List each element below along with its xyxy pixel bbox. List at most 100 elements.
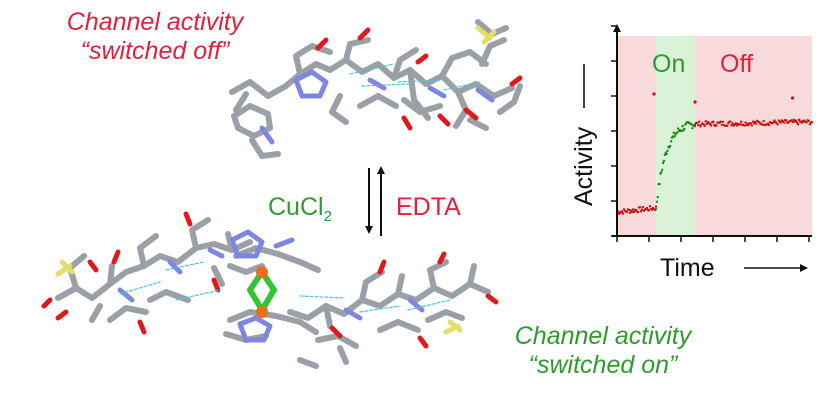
region-label-on: On [652,50,685,78]
data-point-baseline [648,204,652,208]
data-point-baseline [620,210,624,213]
data-point-rise [661,161,665,165]
data-point-rise [676,127,680,130]
data-point-plateau [791,120,794,124]
switched-off-line1: Channel activity [66,8,244,36]
data-point-rise [668,144,672,148]
y-axis-label: Activity [570,126,598,206]
data-point-plateau [695,121,699,124]
data-point-plateau [796,123,800,126]
data-point-plateau [730,123,733,127]
data-point-rise [691,127,694,130]
switched-on-line1: Channel activity [514,322,692,350]
data-point-baseline [647,209,651,212]
data-point-plateau [698,120,701,123]
data-point-plateau [721,120,725,124]
data-point-plateau [720,123,724,127]
data-point-plateau [749,122,753,125]
data-point-plateau [705,122,709,126]
data-point-plateau [744,121,747,124]
data-point-rise [681,124,684,128]
data-point-baseline [631,208,635,211]
data-point-plateau [729,120,732,123]
data-point-baseline [641,205,645,209]
data-point-rise [658,182,661,186]
data-point-outlier [652,92,656,96]
switched-off-caption: Channel activity “switched off” [40,8,270,66]
cucl2-text: CuCl [268,193,324,221]
data-point-plateau [805,121,808,124]
data-point-plateau [779,121,783,124]
data-point-plateau [704,120,707,123]
data-point-plateau [719,120,722,123]
data-point-plateau [795,121,799,124]
switched-off-line2: “switched off” [80,37,230,65]
data-point-baseline [638,206,642,209]
equilibrium-arrows [365,166,385,236]
data-point-rise [673,135,676,138]
data-point-plateau [739,120,743,123]
data-point-rise [655,200,659,203]
data-point-outlier [790,96,795,100]
cucl2-reagent-label: CuCl2 [268,193,332,231]
edta-reagent-label: EDTA [396,193,461,221]
data-point-rise [656,195,659,199]
data-point-plateau [715,124,718,127]
data-point-baseline [640,208,644,211]
data-point-rise [661,168,664,172]
data-point-plateau [797,118,801,122]
data-points [615,92,814,215]
region-band-off-0 [617,36,656,236]
data-point-rise [669,140,673,143]
data-point-plateau [785,119,788,122]
axis-ticks [611,25,812,242]
data-point-plateau [731,122,734,125]
cucl2-subscript: 2 [323,208,332,225]
data-point-plateau [761,123,764,127]
data-point-plateau [750,124,754,127]
data-point-outlier [693,100,697,104]
data-point-baseline [630,210,634,213]
data-point-plateau [792,118,795,122]
data-point-rise [666,149,669,153]
data-point-plateau [712,120,715,123]
data-point-plateau [794,119,798,122]
data-point-plateau [738,123,742,126]
x-axis-label: Time [660,254,715,282]
data-point-plateau [754,122,758,125]
data-point-plateau [810,120,814,124]
data-point-rise [662,159,666,163]
data-point-plateau [767,123,771,127]
data-point-rise [693,125,697,128]
data-point-rise [690,123,693,126]
data-point-baseline [654,205,658,208]
data-point-plateau [790,119,793,122]
data-point-plateau [747,123,750,127]
data-point-rise [680,129,683,132]
data-point-rise [665,152,668,156]
activity-time-chart: On Off Activity Time [570,24,814,282]
region-bands [617,36,812,236]
data-point-rise [683,127,686,131]
data-point-plateau [758,121,761,124]
data-point-baseline [636,210,640,214]
data-point-plateau [807,119,810,123]
data-point-plateau [702,122,705,126]
region-band-off-2 [695,36,812,236]
data-point-plateau [782,121,786,124]
data-point-baseline [632,210,636,214]
data-point-baseline [645,206,649,210]
data-point-rise [660,171,663,174]
data-point-plateau [773,119,776,122]
data-point-plateau [753,120,757,123]
chart-axes [612,24,621,237]
data-point-plateau [776,123,779,126]
data-point-plateau [762,119,765,123]
data-point-rise [671,135,675,138]
data-point-baseline [625,210,629,214]
data-point-plateau [734,122,737,125]
data-point-baseline [627,208,631,212]
data-point-plateau [697,123,700,127]
data-point-plateau [772,121,775,124]
